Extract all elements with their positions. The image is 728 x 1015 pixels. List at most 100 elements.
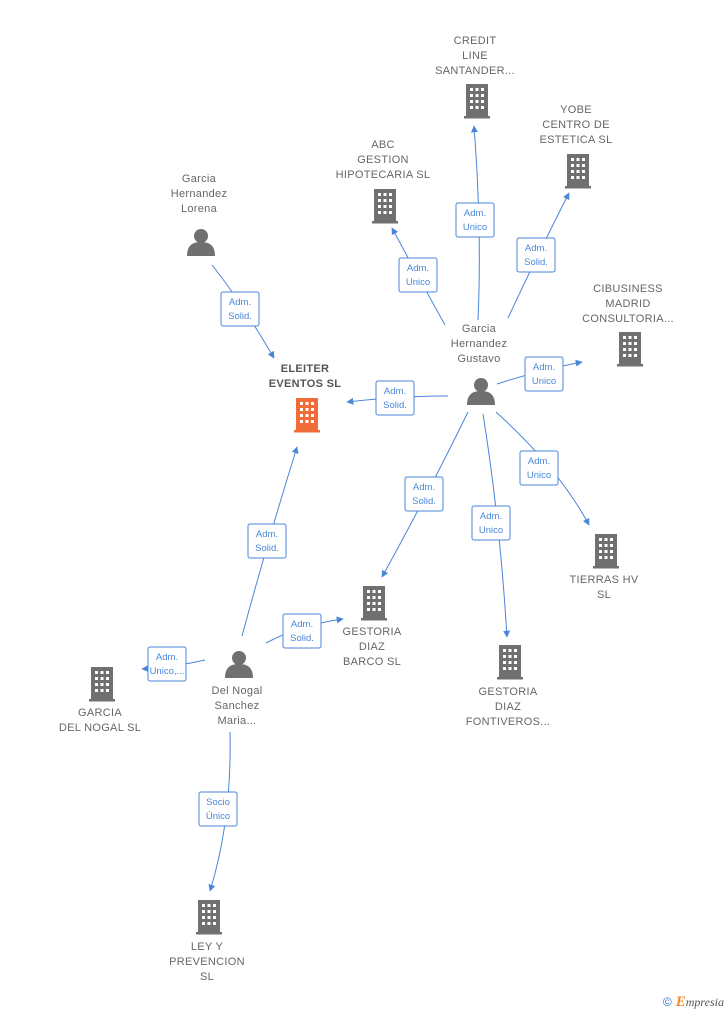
edge-label-text: Adm.: [533, 362, 555, 373]
node-label: EVENTOS SL: [269, 378, 341, 390]
brand-logo: ©Empresia: [663, 994, 724, 1011]
node-label: MADRID: [605, 298, 650, 310]
edge-label-text: Unico,...: [150, 666, 185, 677]
edge-label[interactable]: Adm. Solid.: [375, 380, 415, 416]
edge-label[interactable]: Adm. Unico: [519, 450, 559, 486]
node-label: CONSULTORIA...: [582, 313, 674, 325]
node-label: Maria...: [217, 715, 256, 727]
node-credit-line[interactable]: CREDITLINESANTANDER...: [435, 35, 515, 119]
edge-label[interactable]: Adm.Unico: [455, 202, 495, 238]
edge-label-box: [247, 523, 287, 559]
node-label: Lorena: [181, 203, 218, 215]
edge-label-text: Unico: [463, 222, 487, 233]
edge-label[interactable]: Adm.Unico: [524, 356, 564, 392]
node-label: SANTANDER...: [435, 65, 515, 77]
edge-label[interactable]: Adm.Unico: [398, 257, 438, 293]
node-label: YOBE: [560, 104, 592, 116]
edge-label[interactable]: Adm.Solid.: [247, 523, 287, 559]
building-icon: [361, 586, 387, 621]
node-del-nogal[interactable]: Del NogalSanchezMaria...: [211, 651, 262, 727]
building-icon: [497, 645, 523, 680]
edge-label-box: [375, 380, 415, 416]
node-gestoria-fontiveros[interactable]: GESTORIA DIAZ FONTIVEROS...: [466, 645, 551, 728]
node-label: TIERRAS HV: [569, 574, 638, 586]
person-icon: [467, 378, 495, 405]
edge-label-box: [398, 257, 438, 293]
edge-label[interactable]: Adm. Solid.: [220, 291, 260, 327]
building-icon: [593, 534, 619, 569]
node-label: GESTION: [357, 154, 409, 166]
building-icon: [464, 84, 490, 119]
edge-label[interactable]: Adm. Unico,...: [147, 646, 187, 682]
edge-label-text: Adm.: [229, 297, 251, 308]
edge-label-box: [524, 356, 564, 392]
node-garcia-del-nogal[interactable]: GARCIA DEL NOGAL SL: [59, 667, 141, 734]
edge-label-box: [404, 476, 444, 512]
node-label: HIPOTECARIA SL: [336, 169, 431, 181]
edge-label-box: [471, 505, 511, 541]
node-label: GESTORIA: [342, 626, 401, 638]
node-label: Garcia: [462, 323, 497, 335]
node-eleiter[interactable]: ELEITER EVENTOS SL: [269, 363, 341, 433]
node-label: DIAZ: [359, 641, 385, 653]
node-label: GESTORIA: [478, 686, 537, 698]
node-label: ABC: [371, 139, 395, 151]
building-icon: [617, 332, 643, 367]
node-abc[interactable]: ABC GESTION HIPOTECARIA SL: [336, 139, 431, 224]
building-icon: [196, 900, 222, 935]
node-label: DIAZ: [495, 701, 521, 713]
building-icon: [294, 398, 320, 433]
building-icon: [89, 667, 115, 702]
edge-label-text: Unico: [479, 525, 503, 536]
edge-label-text: Solid.: [524, 257, 548, 268]
edge-label-box: [220, 291, 260, 327]
building-icon: [372, 189, 398, 224]
edge-label-box: [147, 646, 187, 682]
edge-label-text: Solid.: [228, 311, 252, 322]
node-label: Sanchez: [215, 700, 260, 712]
node-label: Gustavo: [457, 353, 500, 365]
edge-label-text: Solid.: [290, 633, 314, 644]
edge-label-box: [519, 450, 559, 486]
brand-initial: E: [675, 994, 686, 1010]
edge-label[interactable]: Adm.Solid.: [282, 613, 322, 649]
node-label: ELEITER: [281, 363, 330, 375]
edge-label[interactable]: Adm. Solid.: [516, 237, 556, 273]
edge-label-text: Adm.: [525, 243, 547, 254]
edge-label-text: Socio: [206, 797, 230, 808]
edge-label-text: Adm.: [156, 652, 178, 663]
node-label: PREVENCION: [169, 956, 245, 968]
brand-name: mpresia: [685, 995, 724, 1009]
edge-label[interactable]: Adm. Unico: [471, 505, 511, 541]
person-icon: [187, 229, 215, 256]
node-gestoria-barco[interactable]: GESTORIA DIAZ BARCO SL: [342, 586, 402, 668]
node-label: GARCIA: [78, 707, 122, 719]
node-label: CENTRO DE: [542, 119, 609, 131]
node-label: CREDIT: [454, 35, 497, 47]
node-label: FONTIVEROS...: [466, 716, 551, 728]
edge-label-text: Unico: [527, 470, 551, 481]
edge-label-text: Adm.: [528, 456, 550, 467]
node-cibusiness[interactable]: CIBUSINESSMADRIDCONSULTORIA...: [582, 283, 674, 367]
edge-label-box: [198, 791, 238, 827]
edge-label-text: Solid.: [383, 400, 407, 411]
edge-label-text: Adm.: [413, 482, 435, 493]
node-label: DEL NOGAL SL: [59, 722, 141, 734]
edge-label-text: Único: [206, 811, 230, 822]
edge-label[interactable]: Adm.Solid.: [404, 476, 444, 512]
edge-label-box: [282, 613, 322, 649]
edge-label-text: Solid.: [255, 543, 279, 554]
node-label: SL: [200, 971, 214, 983]
building-icon: [565, 154, 591, 189]
node-label: BARCO SL: [343, 656, 401, 668]
edge-label-text: Adm.: [384, 386, 406, 397]
edge-label-text: Adm.: [480, 511, 502, 522]
node-label: Hernandez: [451, 338, 508, 350]
